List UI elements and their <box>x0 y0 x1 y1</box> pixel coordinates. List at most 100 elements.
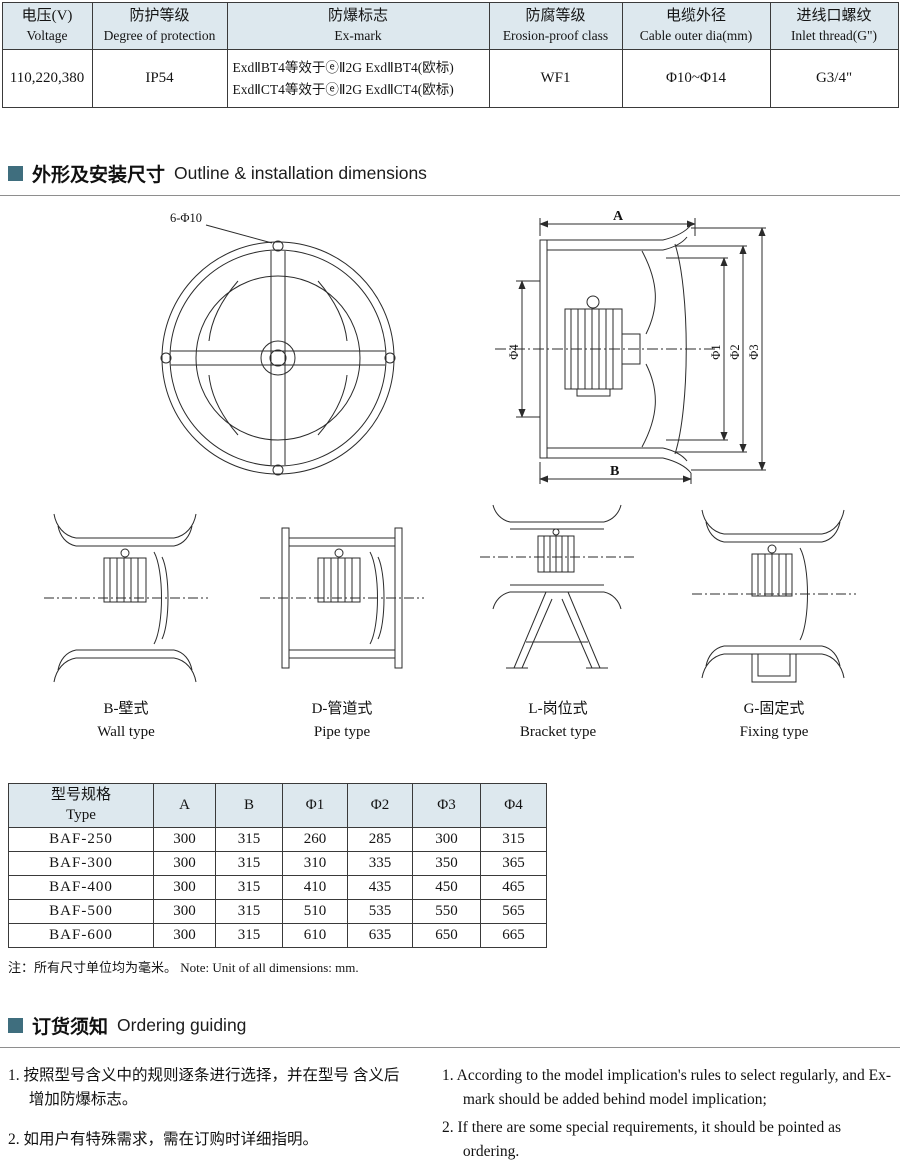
dimensions-note: 注：所有尺寸单位均为毫米。 Note: Unit of all dimensio… <box>8 960 359 975</box>
dims-cell: 535 <box>347 899 413 924</box>
spec-value-exmark: ExdⅡBT4等效于ⓔⅡ2G ExdⅡBT4(欧标) ExdⅡCT4等效于ⓔⅡ2… <box>226 49 490 108</box>
mount-fixing-en: Fixing type <box>739 723 809 740</box>
spec-header-row: 电压(V) Voltage 防护等级 Degree of protection … <box>1 2 899 50</box>
section-outline-title-cn: 外形及安装尺寸 <box>32 165 166 186</box>
dims-cell: 510 <box>282 899 348 924</box>
dims-cell: 550 <box>412 899 481 924</box>
dims-col-a: A <box>153 783 216 828</box>
dims-type-cell: BAF-300 <box>8 851 154 876</box>
spec-col-protection: 防护等级 Degree of protection <box>91 2 228 50</box>
spec-col-erosion-cn: 防腐等级 <box>525 8 586 25</box>
spec-col-voltage: 电压(V) Voltage <box>1 2 93 50</box>
dims-cell: 315 <box>215 923 283 948</box>
dim-label-phi2: Φ2 <box>728 344 742 359</box>
dims-cell: 300 <box>412 827 481 852</box>
dims-cell: 260 <box>282 827 348 852</box>
dims-cell: 335 <box>347 851 413 876</box>
dims-cell: 300 <box>153 851 216 876</box>
dims-cell: 300 <box>153 827 216 852</box>
spec-value-inlet: G3/4" <box>769 49 899 108</box>
dims-cell: 285 <box>347 827 413 852</box>
mount-caption-bracket: L-岗位式 Bracket type <box>458 698 658 743</box>
dims-type-cell: BAF-250 <box>8 827 154 852</box>
dims-cell: 650 <box>412 923 481 948</box>
pipe-type-drawing <box>260 527 424 669</box>
mount-bracket-cn: L-岗位式 <box>528 701 588 717</box>
spec-col-erosion-en: Erosion-proof class <box>502 27 609 43</box>
spec-col-voltage-cn: 电压(V) <box>21 8 73 25</box>
exmark-line-1: ExdⅡBT4等效于ⓔⅡ2G ExdⅡBT4(欧标) <box>232 59 454 75</box>
dimension-drawings: 6-Φ10 <box>0 206 900 488</box>
dims-cell: 310 <box>282 851 348 876</box>
dims-cell: 450 <box>412 875 481 900</box>
table-row: BAF-500 300 315 510 535 550 565 <box>8 899 547 924</box>
ordering-guidance: 1. 按照型号含义中的规则逐条进行选择，并在型号 含义后增加防爆标志。 2. 如… <box>8 1064 892 1168</box>
spec-value-voltage: 110,220,380 <box>1 49 93 108</box>
spec-col-cable-cn: 电缆外径 <box>665 8 726 25</box>
dims-cell: 315 <box>215 899 283 924</box>
dims-cell: 665 <box>480 923 547 948</box>
side-view-drawing: A B Φ1 Φ2 Φ3 Φ4 <box>495 209 766 484</box>
dims-col-type-en: Type <box>66 806 96 823</box>
dims-cell: 365 <box>480 851 547 876</box>
dims-cell: 565 <box>480 899 547 924</box>
mount-caption-fixing: G-固定式 Fixing type <box>674 698 874 743</box>
section-header-outline: 外形及安装尺寸 Outline & installation dimension… <box>8 160 900 187</box>
dimensions-table: 型号规格 Type A B Φ1 Φ2 Φ3 Φ4 BAF-250 300 31… <box>8 783 547 948</box>
dim-label-phi4: Φ4 <box>507 344 521 360</box>
section-ordering-title-en: Ordering guiding <box>117 1015 247 1035</box>
ordering-cn-item-2: 2. 如用户有特殊需求，需在订购时详细指明。 <box>8 1131 319 1149</box>
dims-cell: 350 <box>412 851 481 876</box>
dims-col-type-cn: 型号规格 <box>50 787 111 803</box>
table-row: BAF-400 300 315 410 435 450 465 <box>8 875 547 900</box>
mounting-type-figures: B-壁式 Wall type D-管道式 Pipe type <box>0 500 900 743</box>
dims-type-cell: BAF-400 <box>8 875 154 900</box>
dims-cell: 300 <box>153 875 216 900</box>
section-divider <box>0 1047 900 1048</box>
dims-cell: 465 <box>480 875 547 900</box>
mount-figure-wall: B-壁式 Wall type <box>26 500 226 743</box>
mount-caption-wall: B-壁式 Wall type <box>26 698 226 743</box>
dims-col-type: 型号规格 Type <box>8 783 154 828</box>
spec-value-cable: Φ10~Φ14 <box>621 49 771 108</box>
dims-col-phi4: Φ4 <box>480 783 547 828</box>
table-row: BAF-300 300 315 310 335 350 365 <box>8 851 547 876</box>
table-row: BAF-600 300 315 610 635 650 665 <box>8 923 547 948</box>
spec-col-protection-cn: 防护等级 <box>129 8 190 25</box>
dims-cell: 410 <box>282 875 348 900</box>
section-divider <box>0 195 900 196</box>
ordering-cn-item-1: 1. 按照型号含义中的规则逐条进行选择，并在型号 含义后增加防爆标志。 <box>8 1067 400 1109</box>
mount-pipe-cn: D-管道式 <box>311 701 373 717</box>
wall-type-drawing <box>44 513 208 683</box>
mount-figure-bracket: L-岗位式 Bracket type <box>458 500 658 743</box>
spec-value-protection: IP54 <box>91 49 228 108</box>
spec-col-erosion: 防腐等级 Erosion-proof class <box>488 2 623 50</box>
spec-col-inlet-en: Inlet thread(G") <box>790 27 878 43</box>
spec-col-cable: 电缆外径 Cable outer dia(mm) <box>621 2 771 50</box>
mount-pipe-en: Pipe type <box>313 723 371 740</box>
spec-table: 电压(V) Voltage 防护等级 Degree of protection … <box>1 2 899 108</box>
dims-cell: 315 <box>480 827 547 852</box>
dims-header-row: 型号规格 Type A B Φ1 Φ2 Φ3 Φ4 <box>8 783 547 828</box>
dim-label-b: B <box>610 464 619 479</box>
ordering-en-item-2: 2. If there are some special requirement… <box>442 1119 841 1161</box>
dims-cell: 315 <box>215 827 283 852</box>
section-bullet-icon <box>8 1018 23 1033</box>
exmark-line-2: ExdⅡCT4等效于ⓔⅡ2G ExdⅡCT4(欧标) <box>232 81 454 97</box>
front-view-drawing: 6-Φ10 <box>160 211 396 476</box>
dims-col-phi1: Φ1 <box>282 783 348 828</box>
spec-col-exmark: 防爆标志 Ex-mark <box>226 2 490 50</box>
spec-col-exmark-en: Ex-mark <box>334 27 382 43</box>
spec-data-row: 110,220,380 IP54 ExdⅡBT4等效于ⓔⅡ2G ExdⅡBT4(… <box>1 49 899 108</box>
spec-col-inlet: 进线口螺纹 Inlet thread(G") <box>769 2 899 50</box>
dim-label-phi3: Φ3 <box>747 344 761 359</box>
section-bullet-icon <box>8 166 23 181</box>
dims-cell: 300 <box>153 899 216 924</box>
section-outline-title-en: Outline & installation dimensions <box>174 163 427 183</box>
spec-col-inlet-cn: 进线口螺纹 <box>796 8 872 25</box>
bolt-holes-label: 6-Φ10 <box>170 211 202 225</box>
dims-cell: 435 <box>347 875 413 900</box>
dims-cell: 315 <box>215 875 283 900</box>
mount-figure-pipe: D-管道式 Pipe type <box>242 500 442 743</box>
spec-col-voltage-en: Voltage <box>26 27 68 43</box>
